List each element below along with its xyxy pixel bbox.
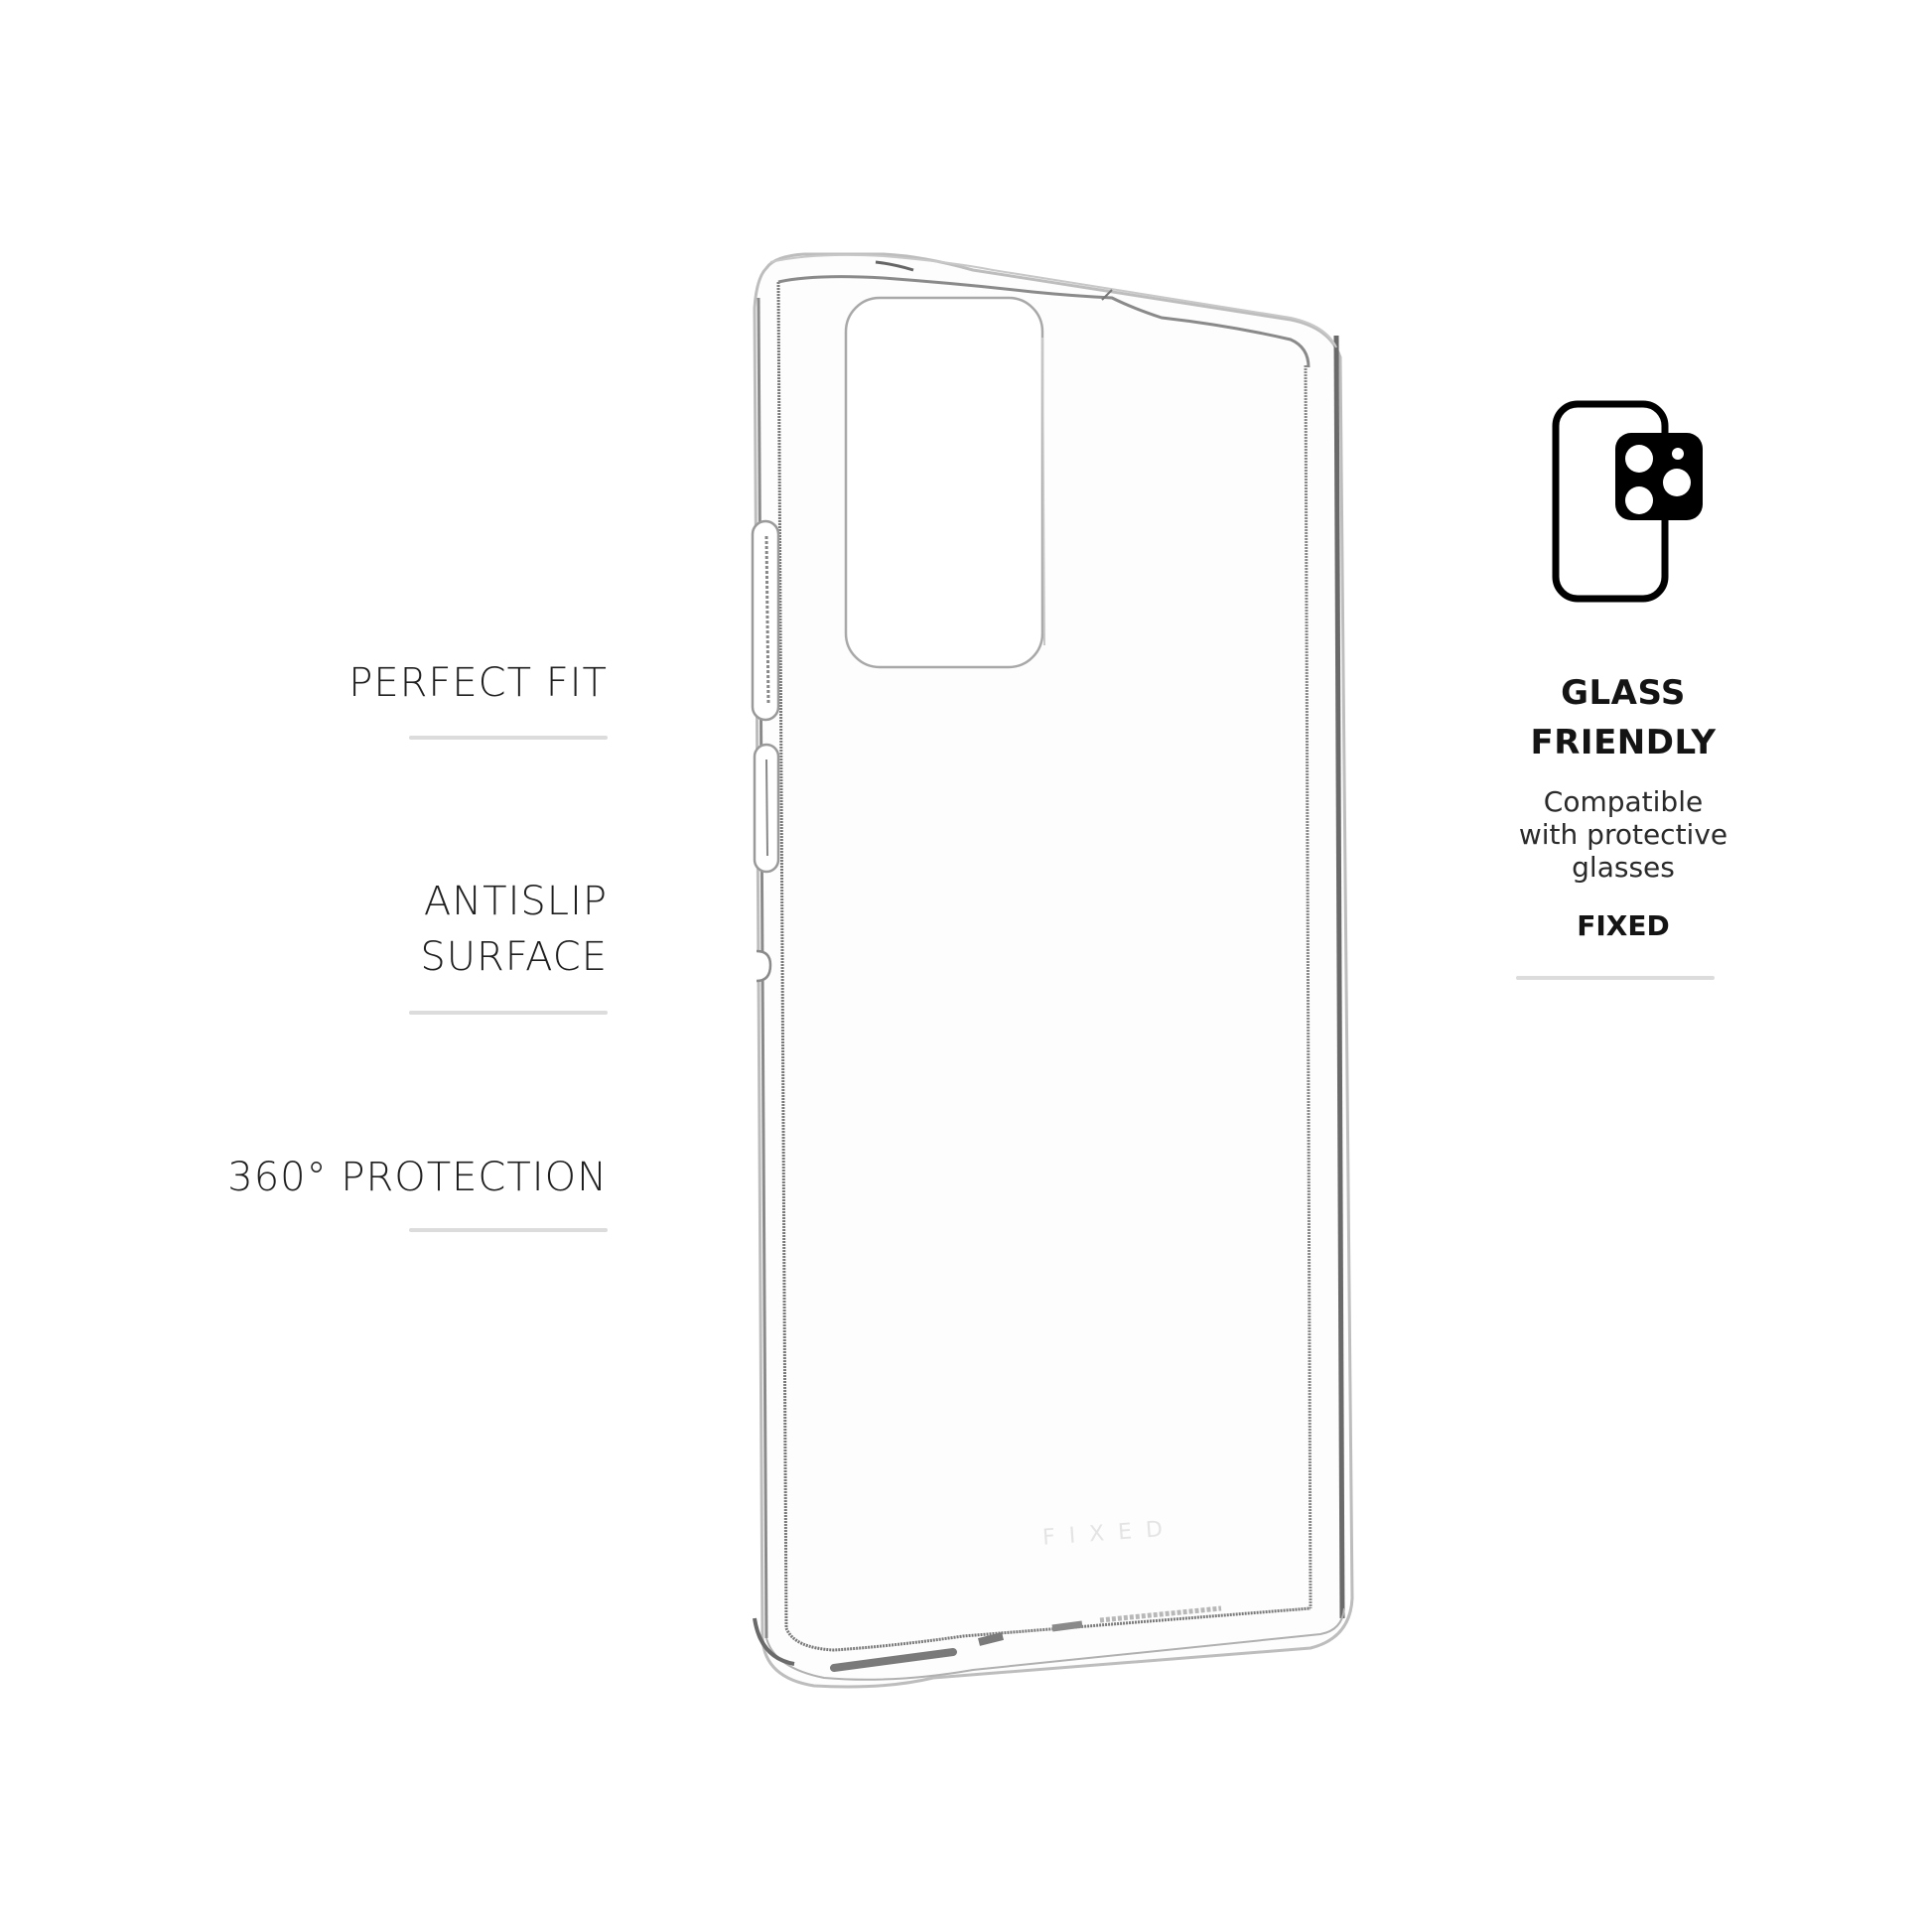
feature-label-line1: ANTISLIP xyxy=(423,879,608,924)
desc-line1: Compatible xyxy=(1543,785,1704,818)
divider xyxy=(409,1011,608,1015)
feature-label-line2: SURFACE xyxy=(420,934,608,980)
divider xyxy=(409,1228,608,1232)
title-line1: GLASS xyxy=(1561,673,1686,713)
clear-phone-case-image xyxy=(751,252,1354,1689)
title-line2: FRIENDLY xyxy=(1530,723,1717,762)
brand-label: FIXED xyxy=(1577,909,1670,942)
desc-line2: with protective xyxy=(1518,818,1728,851)
desc-line3: glasses xyxy=(1572,851,1675,884)
glass-friendly-description: Compatible with protective glasses xyxy=(1484,785,1762,884)
feature-perfect-fit: PERFECT FIT xyxy=(348,655,608,711)
feature-360-protection: 360° PROTECTION xyxy=(227,1150,608,1205)
divider xyxy=(1516,976,1715,980)
feature-label: 360° PROTECTION xyxy=(227,1155,608,1200)
divider xyxy=(409,736,608,740)
feature-label: PERFECT FIT xyxy=(348,660,608,706)
feature-antislip-surface: ANTISLIP SURFACE xyxy=(420,874,608,985)
glass-friendly-title: GLASS FRIENDLY xyxy=(1499,668,1747,767)
phone-with-camera-glass-icon xyxy=(1552,400,1703,603)
